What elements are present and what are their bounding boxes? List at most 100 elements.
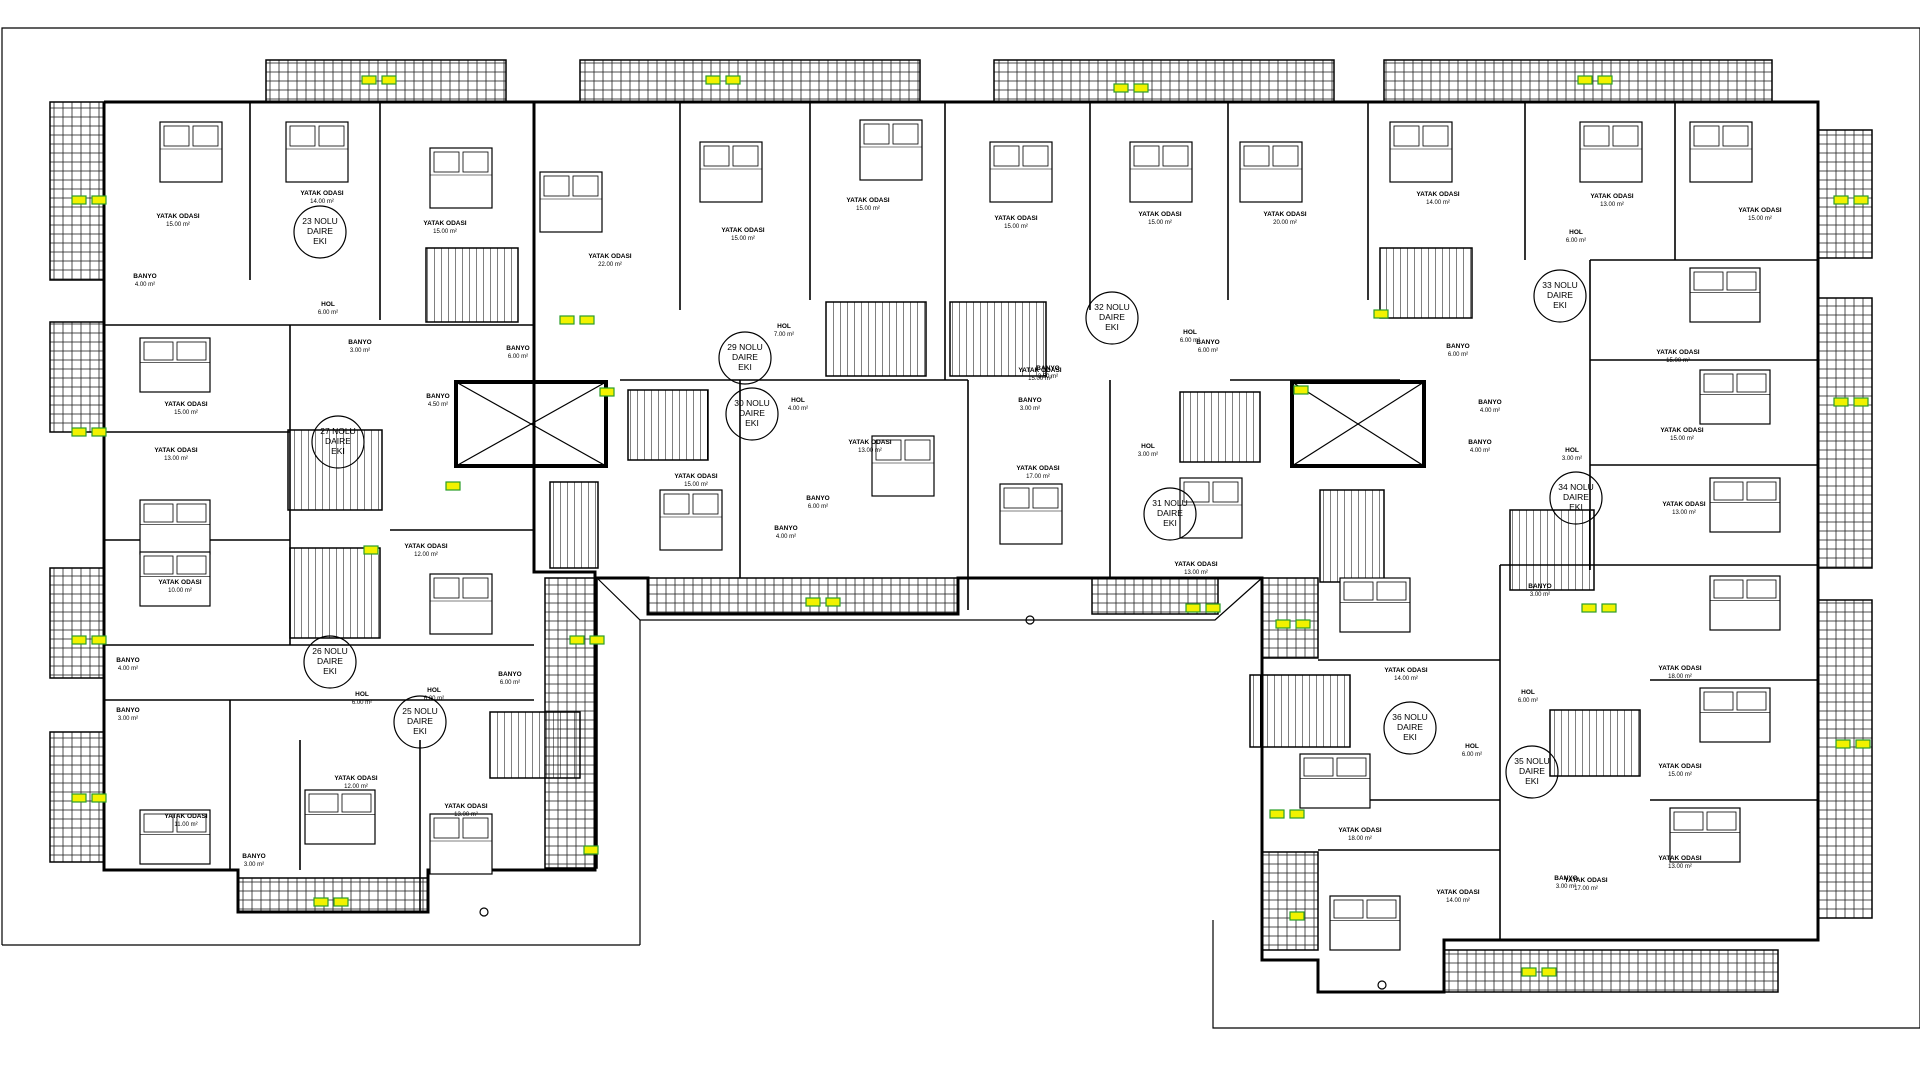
bed-frame xyxy=(139,809,211,865)
bed-icon xyxy=(1579,121,1643,183)
bed-pillow xyxy=(143,555,174,575)
bed-pillow xyxy=(1706,811,1737,831)
room-area: 12.00 m² xyxy=(414,552,438,558)
bath-area: 3.00 m² xyxy=(350,348,370,354)
bed-pillow xyxy=(192,125,219,147)
room-area: 13.00 m² xyxy=(1184,570,1208,576)
bed-icon xyxy=(659,489,723,551)
apartment-number: 32 NOLU xyxy=(1094,302,1129,312)
bed-frame xyxy=(1299,753,1371,809)
terrace xyxy=(1817,297,1873,569)
hall-name: HOL xyxy=(1465,743,1479,750)
staircase xyxy=(425,247,519,323)
hall-area: 6.00 m² xyxy=(318,310,338,316)
apartment-circle xyxy=(725,387,779,441)
staircase xyxy=(287,429,383,511)
room-area: 15.00 m² xyxy=(1668,772,1692,778)
bed-pillow xyxy=(1336,757,1367,777)
yellow-marker xyxy=(569,635,585,645)
bed-pillow xyxy=(1703,373,1734,393)
bath-area: 6.00 m² xyxy=(508,354,528,360)
staircase xyxy=(1549,709,1641,777)
room-name: YATAK ODASI xyxy=(1660,427,1703,434)
room-name: YATAK ODASI xyxy=(1018,367,1061,374)
section-marker xyxy=(1377,980,1387,990)
bed-icon xyxy=(1179,477,1243,539)
yellow-markers xyxy=(71,75,1871,977)
room-area: 15.00 m² xyxy=(856,206,880,212)
apartment-daire: DAIRE xyxy=(1547,290,1573,300)
terraces xyxy=(49,59,1873,993)
hall-area: 6.00 m² xyxy=(1462,752,1482,758)
yellow-marker xyxy=(1853,397,1869,407)
yellow-marker xyxy=(1541,967,1557,977)
room-name: YATAK ODASI xyxy=(444,803,487,810)
room-area: 22.00 m² xyxy=(598,262,622,268)
room-name: YATAK ODASI xyxy=(1416,191,1459,198)
yellow-marker xyxy=(559,315,575,325)
bed-pillow xyxy=(433,151,460,173)
bath-area: 3.00 m² xyxy=(1530,592,1550,598)
room-area: 15.00 m² xyxy=(1666,358,1690,364)
bath-area: 6.00 m² xyxy=(1448,352,1468,358)
hall-area: 6.00 m² xyxy=(352,700,372,706)
bath-area: 4.00 m² xyxy=(776,534,796,540)
apartment-number: 30 NOLU xyxy=(734,398,769,408)
room-name: YATAK ODASI xyxy=(721,227,764,234)
staircase xyxy=(1319,489,1385,583)
bed-pillow xyxy=(1713,579,1744,599)
bath-area: 6.00 m² xyxy=(808,504,828,510)
bed-pillow xyxy=(732,145,759,167)
section-markers xyxy=(479,615,1387,990)
yellow-marker xyxy=(579,315,595,325)
bed-frame xyxy=(1699,369,1771,425)
yellow-marker xyxy=(1289,809,1305,819)
room-area: 11.00 m² xyxy=(174,822,197,828)
bed-icon xyxy=(1129,141,1193,203)
yellow-marker xyxy=(1833,195,1849,205)
room-name: YATAK ODASI xyxy=(994,215,1037,222)
bath-name: BANYO xyxy=(1554,875,1577,882)
room-area: 17.00 m² xyxy=(1574,886,1598,892)
hall-area: 7.00 m² xyxy=(774,332,794,338)
bed-frame xyxy=(871,435,935,497)
hall-name: HOL xyxy=(427,687,441,694)
bath-name: BANYO xyxy=(1528,583,1551,590)
terrace xyxy=(49,567,105,679)
bed-frame xyxy=(285,121,349,183)
bath-name: BANYO xyxy=(806,495,829,502)
apartment-number: 35 NOLU xyxy=(1514,756,1549,766)
room-area: 15.00 m² xyxy=(1028,376,1052,382)
bed-pillow xyxy=(1583,125,1610,147)
room-area: 13.00 m² xyxy=(164,456,188,462)
yellow-marker xyxy=(71,793,87,803)
room-name: YATAK ODASI xyxy=(1738,207,1781,214)
yellow-marker xyxy=(825,597,841,607)
bed-frame xyxy=(159,121,223,183)
bed-icon xyxy=(871,435,935,497)
bed-frame xyxy=(1699,687,1771,743)
apartment-circle xyxy=(1383,701,1437,755)
bed-pillow xyxy=(543,175,570,197)
room-area: 18.00 m² xyxy=(1668,674,1692,680)
staircase xyxy=(1249,674,1351,748)
yellow-marker xyxy=(445,481,461,491)
terrace xyxy=(1443,949,1779,993)
bed-pillow xyxy=(1693,271,1724,291)
bed-icon xyxy=(859,119,923,181)
